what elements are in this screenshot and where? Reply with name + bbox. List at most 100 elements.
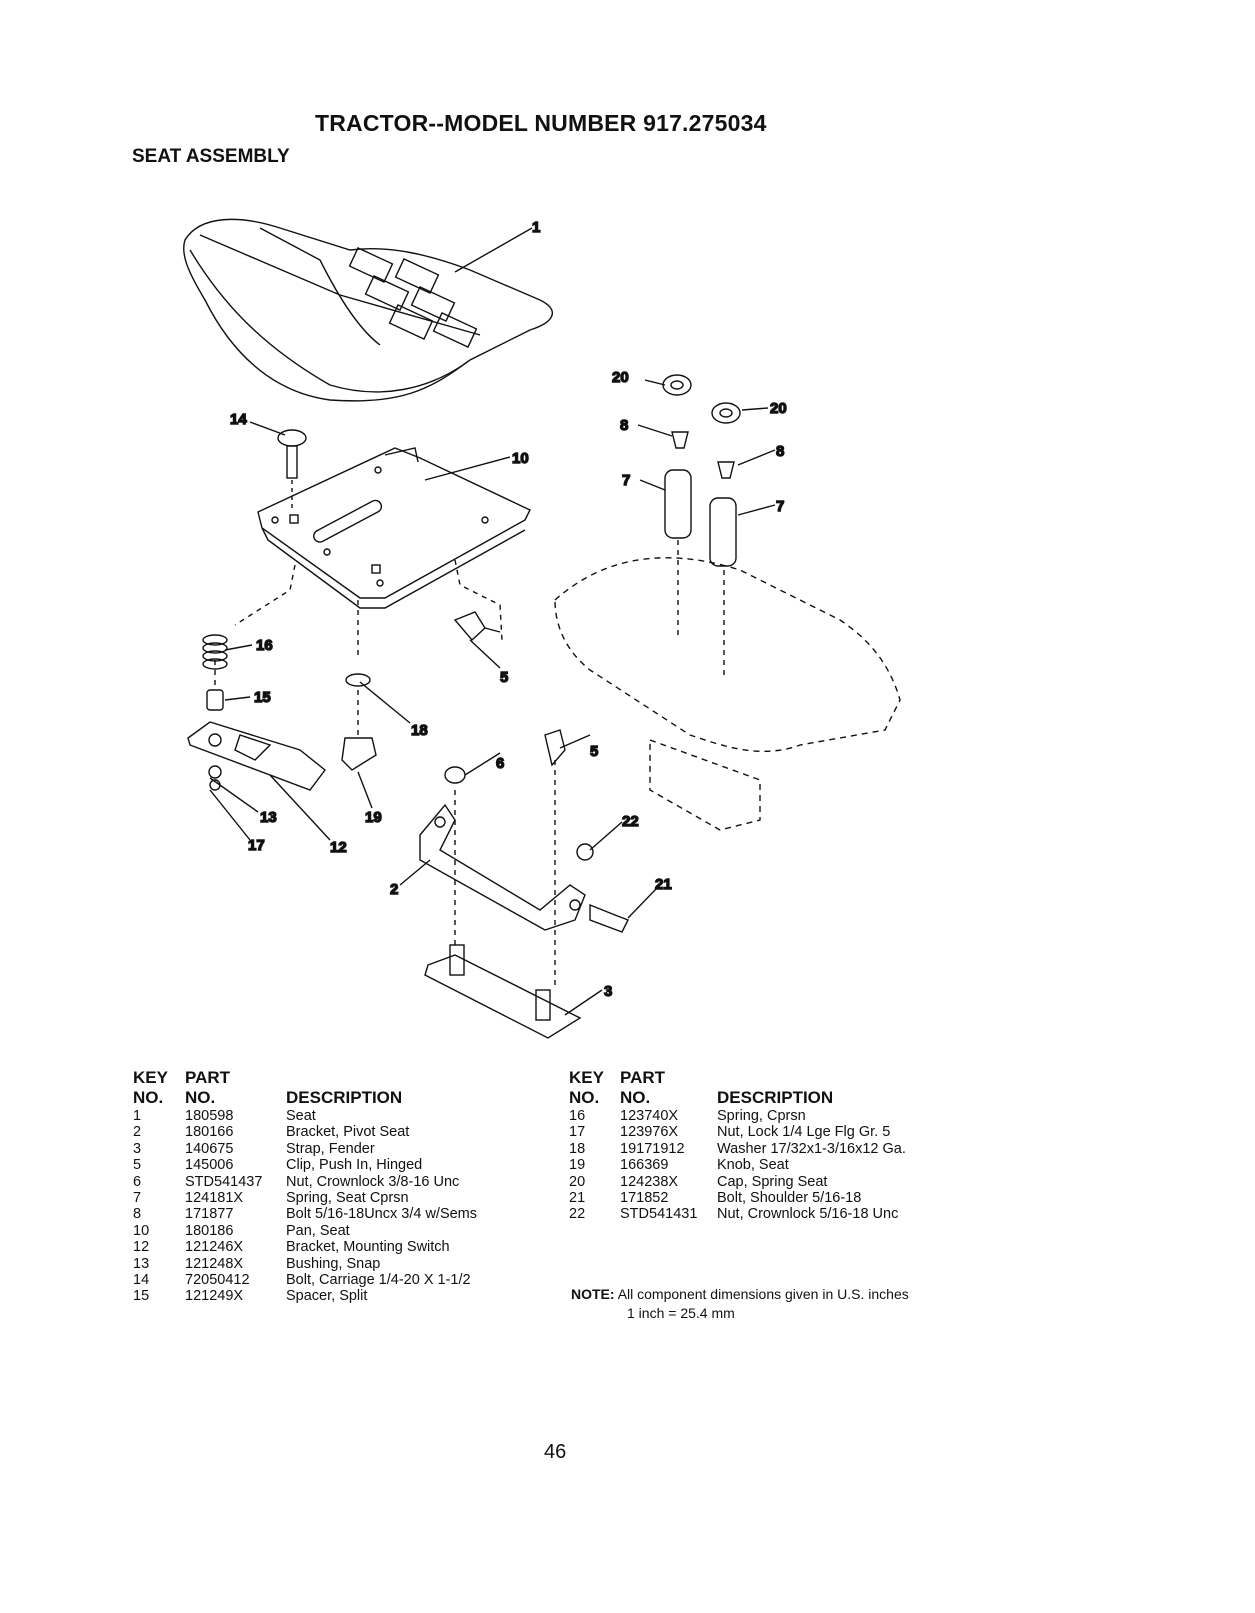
- key-no: 22: [569, 1206, 586, 1223]
- key-no: 15: [133, 1288, 150, 1305]
- callout-2: 2: [390, 881, 398, 898]
- key-no: 16: [569, 1108, 586, 1124]
- header-part: PART: [185, 1068, 231, 1087]
- seat-spring-drawing: [664, 469, 737, 567]
- part-no: 123740X: [620, 1108, 679, 1124]
- switch-bracket-drawing: [187, 721, 326, 791]
- part-no: 166369: [620, 1157, 669, 1174]
- header-part-no: NO.: [185, 1088, 216, 1107]
- callout-1: 1: [532, 219, 540, 236]
- callout-13: 13: [260, 809, 277, 826]
- header-description: DESCRIPTION: [286, 1088, 403, 1107]
- knob-drawing: [341, 737, 377, 771]
- key-no: 14: [133, 1271, 150, 1288]
- description: Bolt 5/16-18Uncx 3/4 w/Sems: [286, 1206, 478, 1223]
- part-no: STD541437: [185, 1173, 263, 1190]
- part-no: 140675: [185, 1140, 234, 1157]
- exploded-parts-diagram: 1 14 10 16 15 5 18 13 17 12 19 6 5 2 22 …: [183, 218, 901, 1039]
- callout-7: 7: [622, 472, 630, 489]
- key-no: 8: [133, 1206, 142, 1223]
- seat-drawing: [183, 218, 553, 402]
- callout-20b: 20: [770, 400, 787, 417]
- note-label: NOTE:: [571, 1286, 615, 1302]
- table-row: 20 124238X Cap, Spring Seat: [569, 1174, 989, 1190]
- description: Bolt, Carriage 1/4-20 X 1-1/2: [286, 1271, 471, 1288]
- pivot-bracket-drawing: [419, 803, 586, 931]
- key-no: 1: [133, 1108, 142, 1124]
- callout-17: 17: [248, 837, 265, 854]
- table-row: 5 145006 Clip, Push In, Hinged: [133, 1157, 553, 1173]
- header-part: PART: [620, 1068, 666, 1087]
- callout-22: 22: [622, 813, 639, 830]
- key-no: 20: [569, 1173, 586, 1190]
- callout-18: 18: [411, 722, 428, 739]
- description: Nut, Lock 1/4 Lge Flg Gr. 5: [717, 1124, 891, 1141]
- table-row: 1 180598 Seat: [133, 1108, 553, 1124]
- spacer-drawing: [206, 689, 224, 711]
- part-no: 124238X: [620, 1173, 679, 1190]
- description: Spring, Cprsn: [717, 1108, 806, 1124]
- table-row: 16 123740X Spring, Cprsn: [569, 1108, 989, 1124]
- callout-15: 15: [254, 689, 271, 706]
- key-no: 3: [133, 1140, 142, 1157]
- table-row: 2 180166 Bracket, Pivot Seat: [133, 1124, 553, 1140]
- description: Cap, Spring Seat: [717, 1173, 828, 1190]
- description: Spring, Seat Cprsn: [286, 1189, 409, 1206]
- description: Strap, Fender: [286, 1140, 375, 1157]
- part-no: STD541431: [620, 1206, 698, 1223]
- note-line1: All component dimensions given in U.S. i…: [617, 1286, 909, 1302]
- table-row: 3 140675 Strap, Fender: [133, 1141, 553, 1157]
- key-no: 5: [133, 1157, 142, 1174]
- part-no: 180166: [185, 1124, 234, 1141]
- washer-drawing: [345, 673, 371, 687]
- callout-8b: 8: [776, 443, 784, 460]
- part-no: 180186: [185, 1222, 234, 1239]
- table-header: KEY NO. PART NO. DESCRIPTION: [569, 1068, 989, 1108]
- description: Bushing, Snap: [286, 1255, 381, 1272]
- part-no: 145006: [185, 1157, 234, 1174]
- part-no: 180598: [185, 1108, 234, 1124]
- table-row: 17 123976X Nut, Lock 1/4 Lge Flg Gr. 5: [569, 1124, 989, 1140]
- header-part-no: NO.: [620, 1088, 651, 1107]
- key-no: 2: [133, 1124, 142, 1141]
- fender-strap-drawing: [424, 954, 582, 1039]
- description: Pan, Seat: [286, 1222, 350, 1239]
- header-key-no: NO.: [569, 1088, 600, 1107]
- key-no: 21: [569, 1189, 586, 1206]
- note: NOTE: All component dimensions given in …: [571, 1285, 909, 1323]
- callout-3: 3: [604, 983, 612, 1000]
- page-title: TRACTOR--MODEL NUMBER 917.275034: [315, 110, 767, 136]
- description: Clip, Push In, Hinged: [286, 1157, 423, 1174]
- part-no: 123976X: [620, 1124, 679, 1141]
- key-no: 17: [569, 1124, 586, 1141]
- key-no: 19: [569, 1157, 586, 1174]
- header-description: DESCRIPTION: [717, 1088, 834, 1107]
- key-no: 7: [133, 1189, 142, 1206]
- callout-21: 21: [655, 876, 672, 893]
- description: Seat: [286, 1108, 316, 1124]
- callout-12: 12: [330, 839, 347, 856]
- part-no: 171877: [185, 1206, 234, 1223]
- description: Washer 17/32x1-3/16x12 Ga.: [717, 1140, 906, 1157]
- header-key: KEY: [569, 1068, 604, 1087]
- key-no: 13: [133, 1255, 150, 1272]
- description: Knob, Seat: [717, 1157, 789, 1174]
- description: Bracket, Pivot Seat: [286, 1124, 410, 1141]
- callout-14: 14: [230, 411, 247, 428]
- callout-10: 10: [512, 450, 529, 467]
- part-no: 19171912: [620, 1140, 685, 1157]
- callout-7b: 7: [776, 498, 784, 515]
- note-line2: 1 inch = 25.4 mm: [627, 1305, 735, 1321]
- page-number: 46: [544, 1441, 567, 1463]
- header-key: KEY: [133, 1068, 168, 1087]
